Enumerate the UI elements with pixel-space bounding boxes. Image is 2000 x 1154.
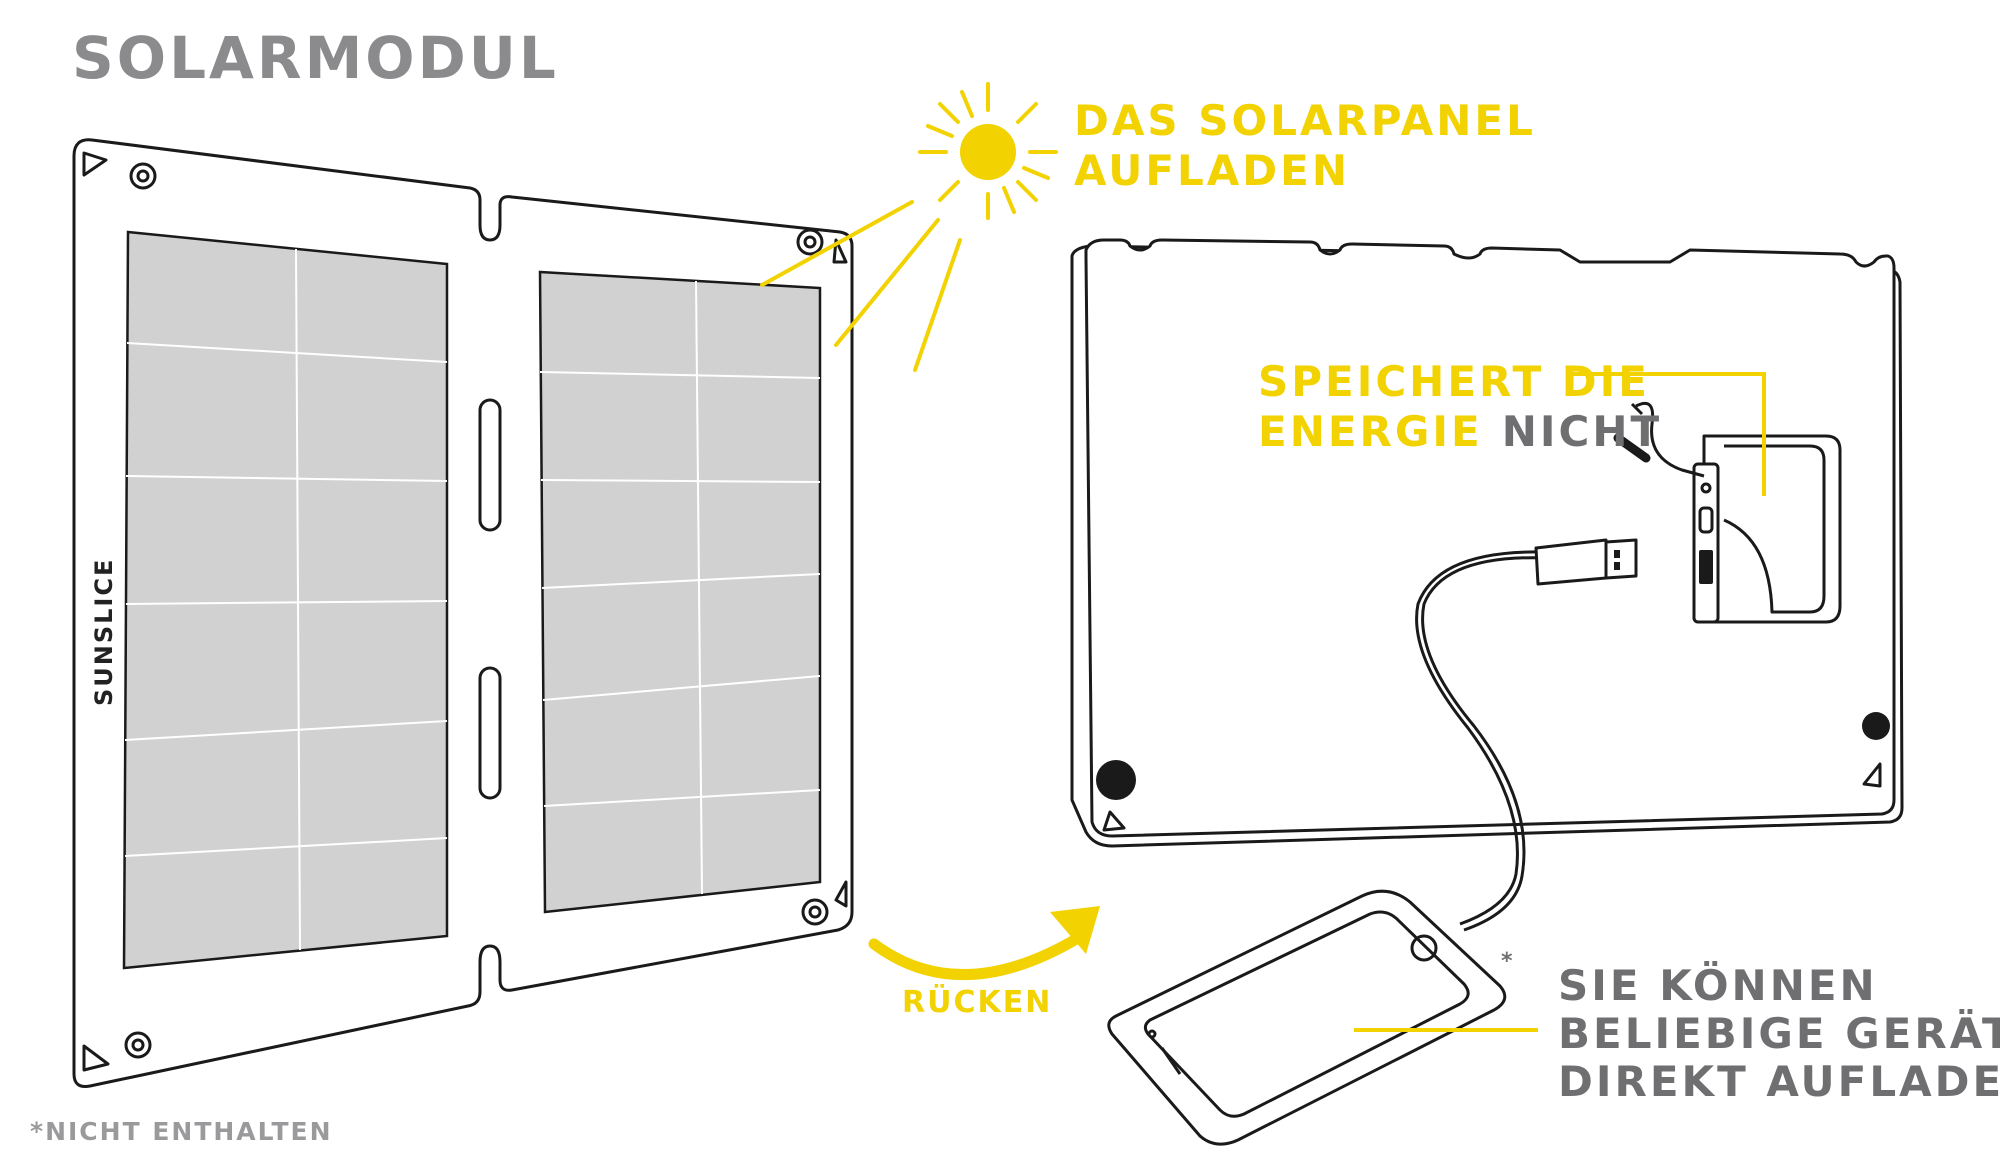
storage-leader-line (1566, 372, 1766, 496)
flip-arrow (868, 906, 1100, 980)
solar-panel-back (1070, 238, 1904, 848)
usb-plug-tip (1604, 538, 1638, 580)
usb-a-port (1699, 550, 1713, 584)
corner-triangle-tr (832, 238, 848, 264)
storage-callout-line1: SPEICHERT DIE (1258, 357, 1650, 406)
phone-body (1107, 889, 1507, 1146)
phone-screen (1143, 910, 1470, 1118)
charge-callout-line1: DAS SOLARPANEL (1074, 96, 1536, 145)
solar-cells-left (122, 230, 449, 970)
sun-icon (760, 82, 1058, 372)
back-panel-outline (1084, 238, 1896, 838)
devices-asterisk: * (1501, 949, 1515, 974)
mount-hole-bl (124, 1031, 152, 1059)
charge-callout-line2: AUFLADEN (1074, 146, 1350, 195)
led-indicator (1700, 482, 1712, 494)
hinge-slot-lower (478, 666, 502, 800)
devices-callout-line1: SIE KÖNNEN (1558, 960, 1878, 1010)
mount-hole-tl (129, 162, 157, 190)
junction-box (1702, 434, 1842, 624)
page-title: SOLARMODUL (72, 24, 559, 92)
brand-logo: SUNSLICE (90, 558, 118, 706)
devices-callout-line2: BELIEBIGE GERÄTE (1558, 1008, 2000, 1058)
phone-home-button (1410, 934, 1438, 962)
usb-c-port (1698, 506, 1714, 534)
short-cable (1635, 401, 1705, 478)
magnet-left (1096, 760, 1136, 800)
corner-triangle-tl (82, 151, 108, 177)
mount-hole-br (801, 898, 829, 926)
junction-box-side (1692, 462, 1720, 624)
solar-panel-front: SUNSLICE (72, 138, 854, 1088)
usb-plug-body (1534, 538, 1608, 586)
sun-ray (913, 238, 962, 372)
sun-ray (760, 200, 914, 287)
corner-triangle-br (834, 880, 848, 908)
storage-callout-line2: ENERGIE NICHT (1258, 407, 1662, 456)
devices-callout-line3: DIREKT AUFLADEN (1558, 1057, 2000, 1106)
mount-hole-tr (796, 228, 824, 256)
solar-cells-right (538, 270, 822, 914)
corner-triangle-back-br (1862, 762, 1882, 788)
hinge-slot-upper (478, 398, 502, 532)
arrow-head-icon (1050, 906, 1100, 954)
usb-cable (1415, 538, 1638, 932)
phone-speaker (1160, 1047, 1182, 1075)
back-label: RÜCKEN (902, 983, 1052, 1020)
smartphone (1107, 889, 1507, 1146)
corner-triangle-back-bl (1102, 810, 1126, 832)
magnet-right (1862, 712, 1890, 740)
corner-triangle-bl (82, 1044, 110, 1072)
footnote: *NICHT ENTHALTEN (30, 1117, 333, 1146)
sun-ray (834, 218, 940, 347)
